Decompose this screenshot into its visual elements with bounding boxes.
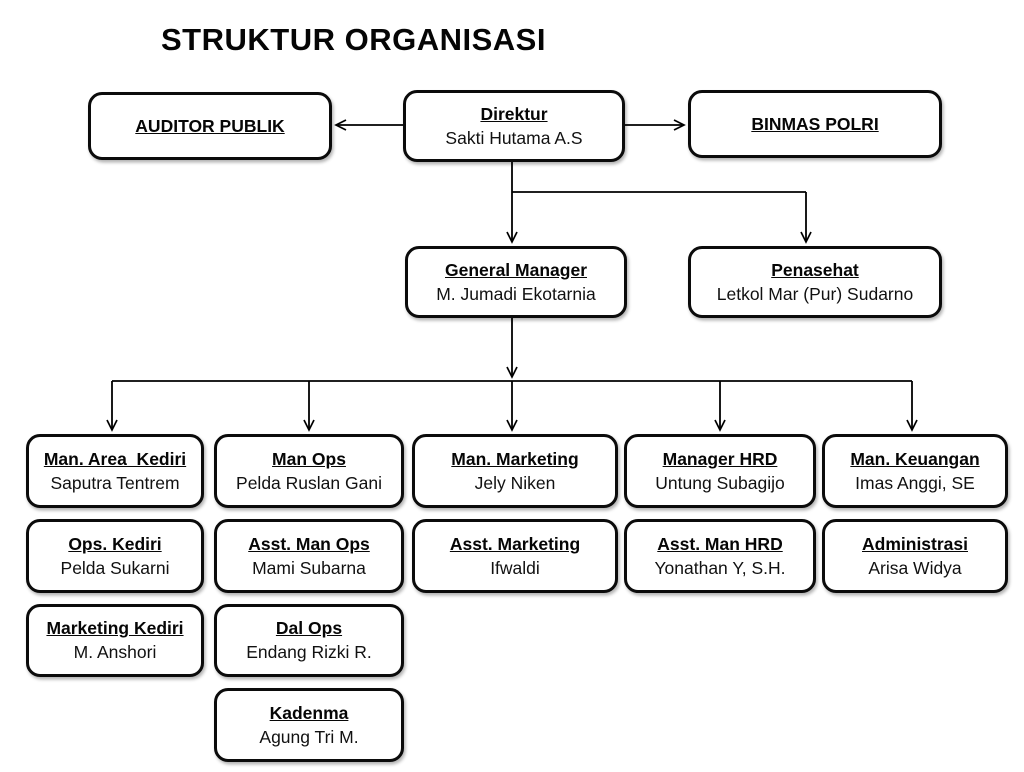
- org-node-penasehat: Penasehat Letkol Mar (Pur) Sudarno: [688, 246, 942, 318]
- node-title: Marketing Kediri: [46, 618, 184, 639]
- org-node-kadenma: Kadenma Agung Tri M.: [214, 688, 404, 762]
- node-person: Jely Niken: [474, 472, 556, 493]
- node-person: Pelda Sukarni: [60, 557, 170, 578]
- node-title: Man. Area Kediri: [43, 448, 187, 469]
- org-node-binmas-polri: BINMAS POLRI: [688, 90, 942, 158]
- node-title: Asst. Man Ops: [248, 533, 370, 554]
- node-person: Untung Subagijo: [655, 472, 785, 493]
- org-node-direktur: Direktur Sakti Hutama A.S: [403, 90, 625, 162]
- page-title: STRUKTUR ORGANISASI: [161, 22, 546, 57]
- node-title: Dal Ops: [275, 618, 343, 639]
- org-node-ops-kediri: Ops. Kediri Pelda Sukarni: [26, 519, 204, 593]
- org-node-asst-man-ops: Asst. Man Ops Mami Subarna: [214, 519, 404, 593]
- org-node-general-manager: General Manager M. Jumadi Ekotarnia: [405, 246, 627, 318]
- node-person: Agung Tri M.: [259, 726, 359, 747]
- node-title: Direktur: [480, 103, 548, 124]
- node-title: Man. Keuangan: [850, 448, 980, 469]
- org-node-man-ops: Man Ops Pelda Ruslan Gani: [214, 434, 404, 508]
- node-person: M. Jumadi Ekotarnia: [436, 283, 596, 304]
- node-person: Arisa Widya: [868, 557, 962, 578]
- node-title: General Manager: [445, 259, 587, 280]
- org-node-asst-man-hrd: Asst. Man HRD Yonathan Y, S.H.: [624, 519, 816, 593]
- node-person: Mami Subarna: [252, 557, 366, 578]
- org-node-auditor-publik: AUDITOR PUBLIK: [88, 92, 332, 160]
- node-title: Man. Marketing: [451, 448, 579, 469]
- node-person: Endang Rizki R.: [246, 642, 372, 662]
- org-node-marketing-kediri: Marketing Kediri M. Anshori: [26, 604, 204, 677]
- node-title: Asst. Marketing: [449, 533, 581, 554]
- org-node-manager-hrd: Manager HRD Untung Subagijo: [624, 434, 816, 508]
- node-person: Saputra Tentrem: [50, 472, 180, 493]
- node-title: Kadenma: [269, 702, 349, 723]
- org-node-asst-marketing: Asst. Marketing Ifwaldi: [412, 519, 618, 593]
- node-title: Administrasi: [862, 533, 968, 554]
- node-title: Manager HRD: [662, 448, 778, 469]
- node-title: Penasehat: [771, 259, 859, 280]
- node-person: Letkol Mar (Pur) Sudarno: [716, 283, 914, 304]
- org-node-man-marketing: Man. Marketing Jely Niken: [412, 434, 618, 508]
- node-title: BINMAS POLRI: [751, 113, 879, 134]
- node-title: AUDITOR PUBLIK: [135, 115, 285, 136]
- node-person: Sakti Hutama A.S: [445, 127, 583, 148]
- node-person: Ifwaldi: [490, 557, 540, 578]
- org-node-man-keuangan: Man. Keuangan Imas Anggi, SE: [822, 434, 1008, 508]
- node-title: Ops. Kediri: [68, 533, 162, 554]
- node-person: Yonathan Y, S.H.: [654, 557, 786, 578]
- node-person: Imas Anggi, SE: [855, 472, 975, 493]
- node-title: Asst. Man HRD: [657, 533, 783, 554]
- org-node-administrasi: Administrasi Arisa Widya: [822, 519, 1008, 593]
- node-person: Pelda Ruslan Gani: [236, 472, 382, 493]
- node-title: Man Ops: [272, 448, 346, 469]
- node-person: M. Anshori: [73, 642, 157, 662]
- org-node-dal-ops: Dal Ops Endang Rizki R.: [214, 604, 404, 677]
- org-node-man-area-kediri: Man. Area Kediri Saputra Tentrem: [26, 434, 204, 508]
